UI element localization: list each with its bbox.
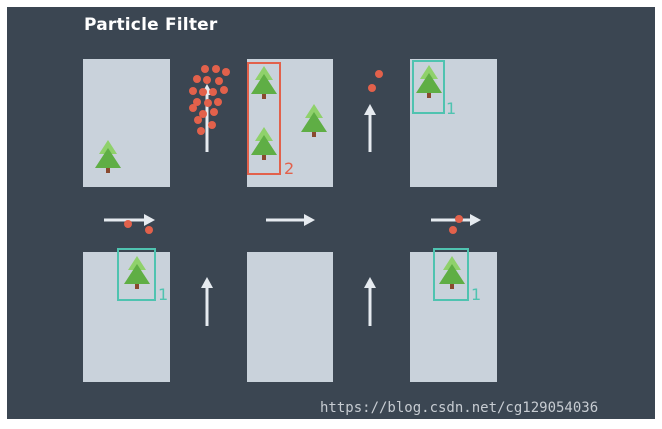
map-panel-bottom-middle — [247, 252, 333, 382]
arrow-right-icon — [104, 214, 155, 226]
detection-box-teal-bottom-right-label: 1 — [471, 285, 481, 304]
watermark-url: https://blog.csdn.net/cg129054036 — [320, 400, 599, 416]
tree-icon — [416, 65, 442, 98]
arrow-right-icon — [266, 214, 315, 226]
detection-box-teal-bottom-left-label: 1 — [158, 285, 168, 304]
detection-box-red — [247, 62, 281, 175]
detection-box-teal-top-right-label: 1 — [446, 99, 456, 118]
tree-icon — [251, 66, 277, 99]
tree-icon — [251, 127, 277, 160]
detection-box-teal-top-right — [412, 60, 445, 114]
detection-box-teal-bottom-right — [433, 248, 469, 301]
detection-box-red-label: 2 — [284, 159, 294, 178]
diagram-title: Particle Filter — [84, 15, 218, 35]
tree-icon — [439, 256, 465, 289]
tree-icon — [95, 140, 121, 173]
arrow-up-icon — [201, 277, 213, 326]
arrow-up-icon — [364, 277, 376, 326]
map-panel-bottom-left — [83, 252, 170, 382]
detection-box-teal-bottom-left — [117, 248, 156, 301]
tree-icon — [301, 104, 327, 137]
tree-icon — [124, 256, 150, 289]
particle-cloud — [124, 65, 463, 234]
arrow-right-icon — [431, 214, 481, 226]
arrow-up-icon — [364, 104, 376, 152]
